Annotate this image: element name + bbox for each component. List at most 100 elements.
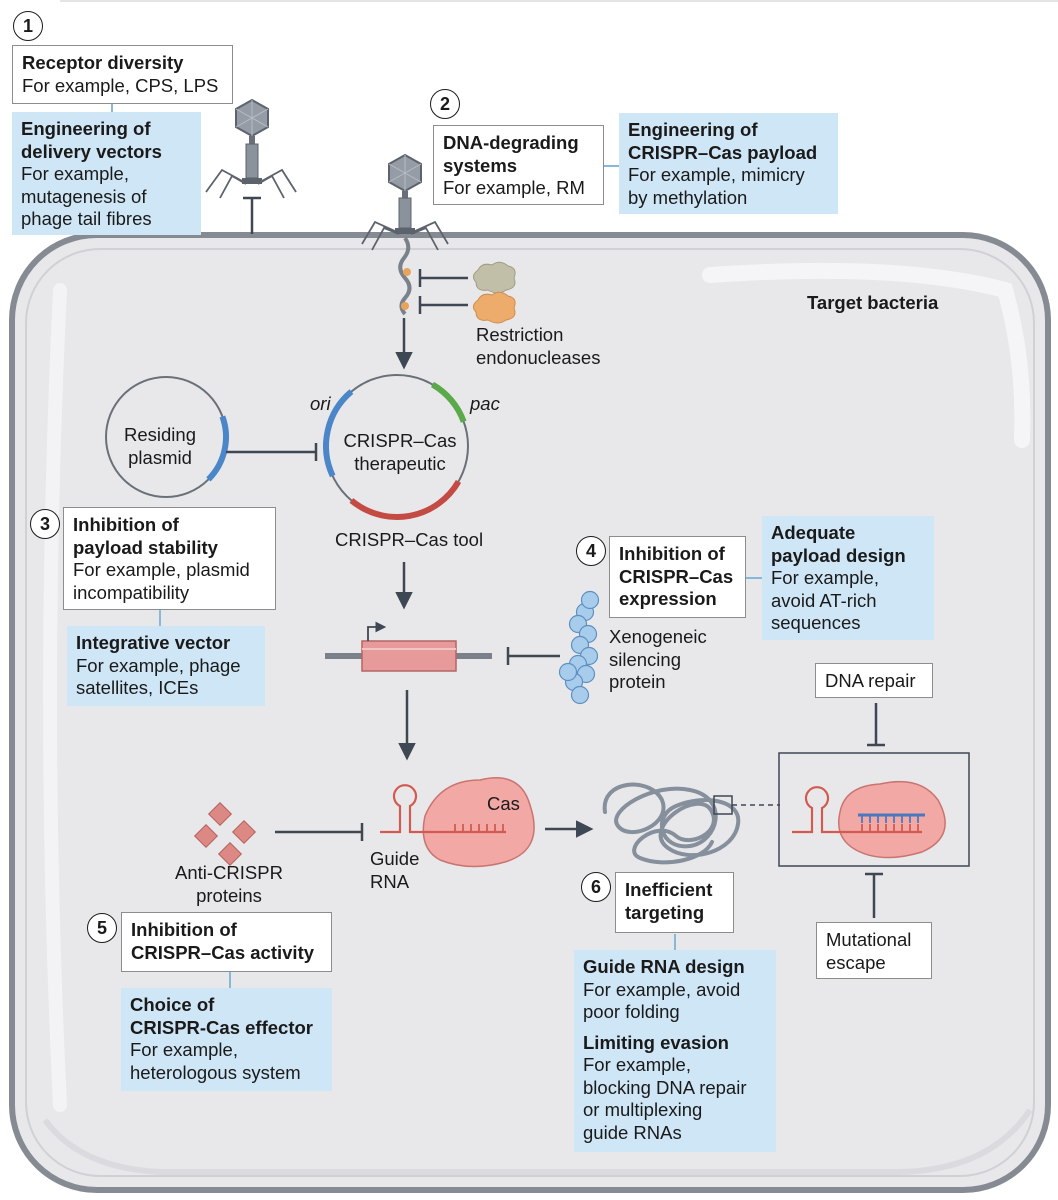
step-1-barrier-line: For example, CPS, LPS xyxy=(22,74,219,96)
step-2-barrier-box: DNA-degrading systems For example, RM xyxy=(433,125,604,205)
anti-crispr-proteins xyxy=(193,801,257,867)
label-line: CRISPR–Cas xyxy=(343,430,457,451)
step-2-solution-line: by methylation xyxy=(628,186,748,208)
step-1-solution-line: phage tail fibres xyxy=(21,208,152,229)
pac-segment xyxy=(430,381,467,423)
step-2-solution-title: CRISPR–Cas payload xyxy=(628,141,818,163)
step-3-barrier-title: payload stability xyxy=(73,536,218,558)
step-2-barrier-title: systems xyxy=(443,154,518,176)
step-2-number: 2 xyxy=(430,89,460,119)
step-4-solution-line: avoid AT-rich xyxy=(771,589,877,611)
phage-collar xyxy=(402,191,408,198)
step-1-solution-line: For example, xyxy=(21,163,129,184)
dna-site-2 xyxy=(401,302,409,310)
cell-shadow xyxy=(42,1108,1033,1175)
step-4-barrier-box: Inhibition of CRISPR–Cas expression xyxy=(609,536,746,618)
zoom-dna-bases xyxy=(861,815,919,823)
anti-crispr-label: Anti-CRISPR proteins xyxy=(169,862,289,907)
residing-ori-segment xyxy=(206,415,229,482)
step-1-solution-title: delivery vectors xyxy=(21,140,162,162)
step-6-solution-2-line: guide RNAs xyxy=(583,1121,682,1143)
dna-repair-box: DNA repair xyxy=(815,663,933,698)
step-5-solution-line: heterologous system xyxy=(130,1061,301,1083)
step-3-barrier-box: Inhibition of payload stability For exam… xyxy=(63,507,276,610)
gene-body xyxy=(361,640,457,672)
step-5-solution-title: CRISPR-Cas effector xyxy=(130,1016,313,1038)
label-line: Guide xyxy=(370,848,420,869)
step-2-barrier-title: DNA-degrading xyxy=(443,132,579,153)
step-6-solution-2-line: blocking DNA repair xyxy=(583,1076,747,1098)
crispr-cas-tool-label: CRISPR–Cas tool xyxy=(335,529,484,550)
cell-highlight-left xyxy=(43,283,67,1112)
step-2-solution-line: For example, mimicry xyxy=(628,164,805,185)
phage-tail-sheath xyxy=(245,143,259,179)
ori-label: ori xyxy=(310,393,331,414)
step-6-solution-2-line: For example, xyxy=(583,1054,691,1075)
chromosome-loops xyxy=(602,782,741,865)
step-4-barrier-title: expression xyxy=(619,588,717,609)
pac-label: pac xyxy=(470,393,500,414)
step-6-barrier-box: Inefficient targeting xyxy=(615,872,734,933)
therapeutic-plasmid xyxy=(323,374,469,520)
phage-collar xyxy=(249,136,255,144)
label-line: RNA xyxy=(370,870,410,892)
label-line: Restriction xyxy=(476,324,564,345)
step-5-solution-title: Choice of xyxy=(130,994,215,1015)
label-line: plasmid xyxy=(128,446,192,468)
residing-plasmid xyxy=(105,376,318,498)
restriction-endonucleases-label: Restriction endonucleases xyxy=(476,324,600,369)
label-line: Anti-CRISPR xyxy=(175,862,283,883)
step-5-barrier-box: Inhibition of CRISPR–Cas activity xyxy=(121,912,332,972)
step-3-solution-box: Integrative vector For example, phage sa… xyxy=(67,626,265,706)
step-6-solution-1-title: Guide RNA design xyxy=(583,956,745,977)
target-bacteria-label: Target bacteria xyxy=(807,292,939,313)
step-4-solution-line: sequences xyxy=(771,612,861,633)
label-line: therapeutic xyxy=(354,452,446,474)
phage-baseplate xyxy=(242,178,262,184)
cas-protein xyxy=(422,777,535,868)
cas-guide-rna-complex xyxy=(380,777,535,868)
step-1-number: 1 xyxy=(13,11,43,41)
endonuclease-grey xyxy=(472,261,516,294)
step-5-solution-box: Choice of CRISPR-Cas effector For exampl… xyxy=(121,988,332,1091)
cell-highlight-right xyxy=(702,262,1031,448)
label-line: Residing xyxy=(124,424,196,445)
step-6-number: 6 xyxy=(581,872,611,902)
step-3-barrier-line: incompatibility xyxy=(73,581,190,603)
restriction-endonucleases xyxy=(418,261,516,324)
phage-tail-sheath xyxy=(398,197,412,229)
step-3-solution-line: For example, phage xyxy=(76,654,241,676)
promoter-arrow xyxy=(367,621,387,641)
step-6-barrier-title: targeting xyxy=(625,901,705,923)
step-5-number: 5 xyxy=(87,913,117,943)
step-6-solution-box: Guide RNA design For example, avoid poor… xyxy=(574,950,776,1152)
phage-facets xyxy=(388,155,422,191)
step-6-barrier-title: Inefficient xyxy=(625,879,713,900)
step-5-barrier-title: CRISPR–Cas activity xyxy=(131,941,315,963)
phage-tail-fibres xyxy=(361,220,449,251)
xenogeneic-label: Xenogeneic silencing protein xyxy=(609,626,707,694)
step-4-solution-box: Adequate payload design For example, avo… xyxy=(762,516,934,640)
step-6-solution-2-line: or multiplexing xyxy=(583,1099,703,1120)
mutational-escape-box: Mutational escape xyxy=(816,922,932,979)
guide-rna-label: Guide RNA xyxy=(370,848,419,893)
step-4-barrier-title: Inhibition of xyxy=(619,543,725,564)
mutational-escape-label: Mutational xyxy=(826,929,912,950)
step-3-number: 3 xyxy=(30,509,60,539)
step-5-solution-line: For example, xyxy=(130,1039,238,1060)
step-4-solution-line: For example, xyxy=(771,567,879,588)
label-line: endonucleases xyxy=(476,346,601,368)
zoom-guide-rna xyxy=(792,786,922,834)
label-line: proteins xyxy=(196,884,262,906)
step-1-solution-box: Engineering of delivery vectors For exam… xyxy=(12,112,201,235)
step-4-barrier-title: CRISPR–Cas xyxy=(619,565,734,587)
guide-rna-spacer xyxy=(454,824,504,832)
phage-injecting xyxy=(361,153,449,316)
cas-label: Cas xyxy=(487,793,520,814)
phage-baseplate xyxy=(395,228,415,234)
phage-facets xyxy=(235,100,269,136)
phage-blocked xyxy=(205,98,297,234)
phage-tail-fibres xyxy=(205,168,297,199)
xenogeneic-silencing-protein xyxy=(558,590,600,705)
mutational-escape-label: escape xyxy=(826,951,886,973)
